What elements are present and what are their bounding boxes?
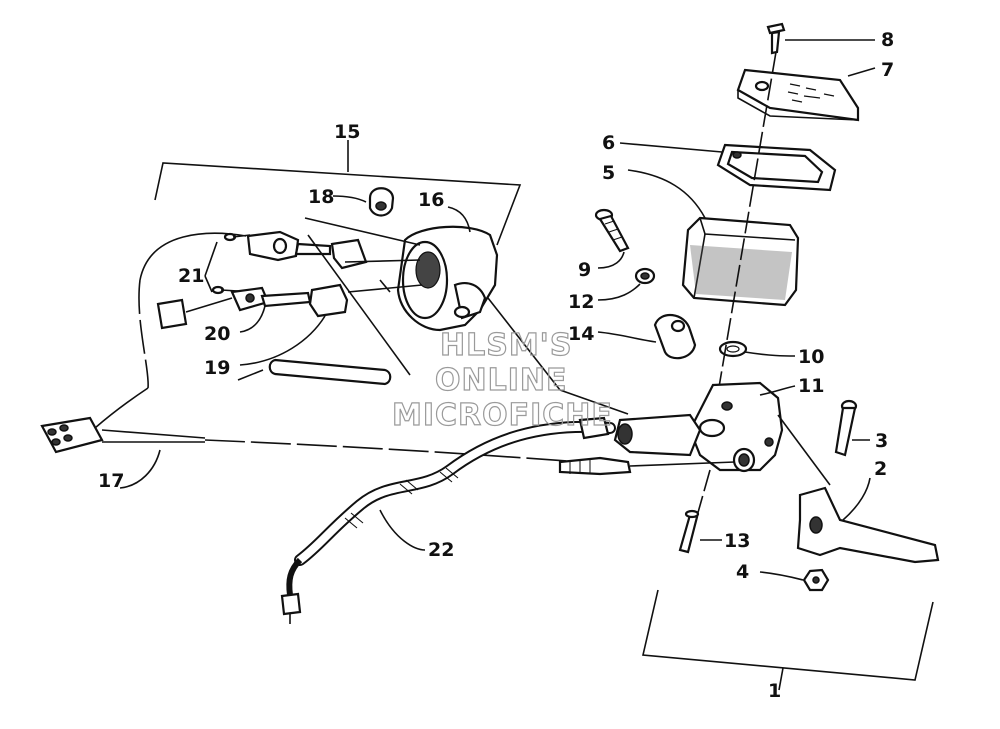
master-cylinder-part-11: [613, 381, 831, 486]
leader-lines-19-20: [239, 305, 326, 366]
callout-10: 10: [798, 346, 824, 368]
callout-17: 17: [98, 470, 124, 492]
callout-4: 4: [736, 561, 749, 583]
callout-labels: 1 2 3 4 5 6 7 8 9 10 11 12 13 14 15 16 1…: [98, 29, 894, 702]
nut-part-4: [759, 568, 830, 592]
bolt-part-3: [834, 399, 870, 457]
gasket-part-6: [619, 142, 837, 192]
callout-20: 20: [204, 323, 230, 345]
wiring-harness-part-17: [40, 279, 581, 489]
callout-19: 19: [204, 357, 230, 379]
callout-9: 9: [578, 259, 591, 281]
callout-11: 11: [798, 375, 824, 397]
screw-part-9: [594, 208, 630, 269]
reservoir-cover-part-7: [736, 67, 876, 122]
callout-22: 22: [428, 539, 454, 561]
callout-7: 7: [881, 59, 894, 81]
watermark-line-3: MICROFICHE: [392, 398, 613, 433]
callout-15: 15: [334, 121, 360, 143]
watermark: HLSM'S ONLINE MICROFICHE: [391, 327, 613, 433]
watermark-line-2: ONLINE: [435, 363, 568, 398]
callout-3: 3: [875, 430, 888, 452]
brake-hose-part-22: [280, 416, 616, 624]
screws-part-21: [204, 232, 251, 295]
callout-16: 16: [418, 189, 444, 211]
callout-1: 1: [768, 680, 781, 702]
group-bracket-15: [154, 140, 522, 246]
housing-guide-lines: [304, 217, 423, 376]
callout-14: 14: [568, 323, 594, 345]
reservoir-part-5: [627, 169, 800, 307]
screw-part-13: [678, 509, 722, 554]
screw-part-8: [766, 22, 875, 55]
callout-8: 8: [881, 29, 894, 51]
washer-part-12: [597, 267, 656, 301]
upper-switch-assembly: [139, 230, 368, 281]
o-ring-part-10: [718, 340, 796, 358]
watermark-line-1: HLSM'S: [440, 328, 572, 363]
spacer-tube: [237, 358, 392, 386]
callout-5: 5: [602, 162, 615, 184]
group-bracket-1: [642, 589, 934, 691]
clamp-part-14: [597, 314, 697, 360]
lower-switch-assembly: [156, 283, 349, 330]
callout-18: 18: [308, 186, 334, 208]
callout-12: 12: [568, 291, 594, 313]
callout-21: 21: [178, 265, 204, 287]
callout-13: 13: [724, 530, 750, 552]
brake-switch: [558, 456, 736, 476]
lever-part-2: [796, 477, 940, 564]
switch-housing-part-16: [396, 206, 629, 415]
callout-2: 2: [874, 458, 887, 480]
knob-part-18: [332, 187, 395, 217]
callout-6: 6: [602, 132, 615, 154]
